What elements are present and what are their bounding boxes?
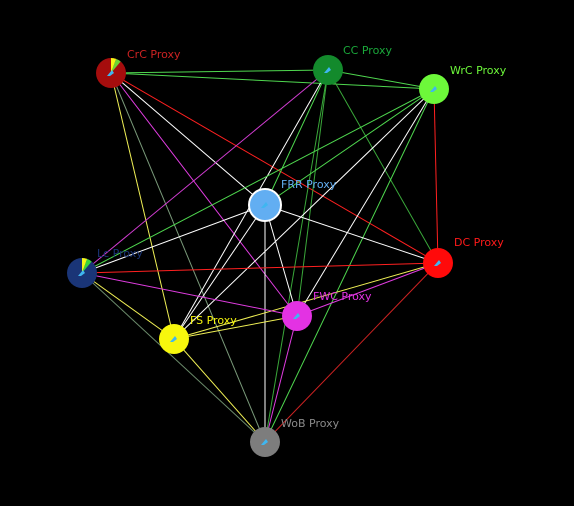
pie-wedge-lc-1: [82, 258, 92, 273]
edge-cc-lc: [81, 69, 329, 274]
node-layer: [67, 55, 453, 457]
edge-cc-dc: [327, 69, 439, 264]
node-cc[interactable]: [313, 55, 343, 85]
node-label-crc: CrC Proxy: [127, 48, 181, 61]
node-label-fs: FS Proxy: [190, 314, 237, 327]
node-marker-icon: [170, 336, 177, 342]
edge-fs-fwc: [173, 315, 298, 340]
node-label-cc: CC Proxy: [343, 44, 392, 57]
edge-dc-lc: [81, 262, 439, 274]
edge-dc-wob: [264, 262, 439, 443]
edge-dc-fs: [173, 262, 439, 340]
edge-crc-cc: [110, 69, 329, 74]
node-label-frr: FRR Proxy: [281, 178, 337, 191]
edge-cc-wob: [264, 69, 329, 443]
node-frr[interactable]: [248, 188, 282, 222]
edge-wrc-dc: [433, 88, 439, 264]
edge-cc-frr: [264, 69, 329, 206]
node-crc[interactable]: [96, 58, 126, 88]
node-fwc[interactable]: [282, 301, 312, 331]
node-marker-icon: [434, 260, 441, 266]
edge-cc-wrc: [327, 69, 435, 90]
edge-layer: [81, 69, 439, 443]
edge-dc-fwc: [296, 262, 439, 317]
edge-lc-wob: [81, 272, 266, 443]
node-marker-icon: [107, 70, 114, 76]
edge-frr-fs: [173, 204, 266, 340]
edge-frr-lc: [81, 204, 266, 274]
edge-crc-wob: [110, 72, 266, 443]
node-label-fwc: FWC Proxy: [313, 290, 372, 303]
node-wrc[interactable]: [419, 74, 449, 104]
node-lc[interactable]: [67, 258, 97, 288]
node-label-dc: DC Proxy: [454, 236, 504, 249]
edge-crc-fwc: [110, 72, 298, 317]
node-marker-icon: [293, 313, 300, 319]
pie-wedge-crc-1: [111, 58, 121, 73]
edge-cc-fwc: [296, 69, 329, 317]
edge-frr-fwc: [264, 204, 298, 317]
node-marker-icon: [261, 439, 268, 445]
edge-frr-dc: [264, 204, 439, 264]
node-marker-icon: [78, 270, 85, 276]
node-label-wob: WoB Proxy: [281, 417, 340, 430]
pie-wedge-lc-0: [82, 258, 88, 273]
node-label-wrc: WrC Proxy: [450, 64, 507, 77]
node-marker-icon: [324, 67, 331, 73]
edge-crc-frr: [110, 72, 266, 206]
edge-fwc-wob: [264, 315, 298, 443]
node-marker-icon: [430, 86, 437, 92]
edge-lc-fwc: [81, 272, 298, 317]
node-label-lc: Lc Proxy: [97, 247, 143, 260]
node-wob[interactable]: [250, 427, 280, 457]
edge-lc-fs: [81, 272, 175, 340]
edge-crc-fs: [110, 72, 175, 340]
edge-wrc-fs: [173, 88, 435, 340]
node-fs[interactable]: [159, 324, 189, 354]
edge-crc-dc: [110, 72, 439, 264]
pie-wedge-crc-0: [111, 58, 117, 73]
edge-fs-wob: [173, 338, 266, 443]
node-marker-icon: [261, 202, 268, 208]
edge-crc-wrc: [110, 72, 435, 90]
edge-wrc-frr: [264, 88, 435, 206]
edge-wrc-fwc: [296, 88, 435, 317]
edge-wrc-lc: [81, 88, 435, 274]
node-dc[interactable]: [423, 248, 453, 278]
